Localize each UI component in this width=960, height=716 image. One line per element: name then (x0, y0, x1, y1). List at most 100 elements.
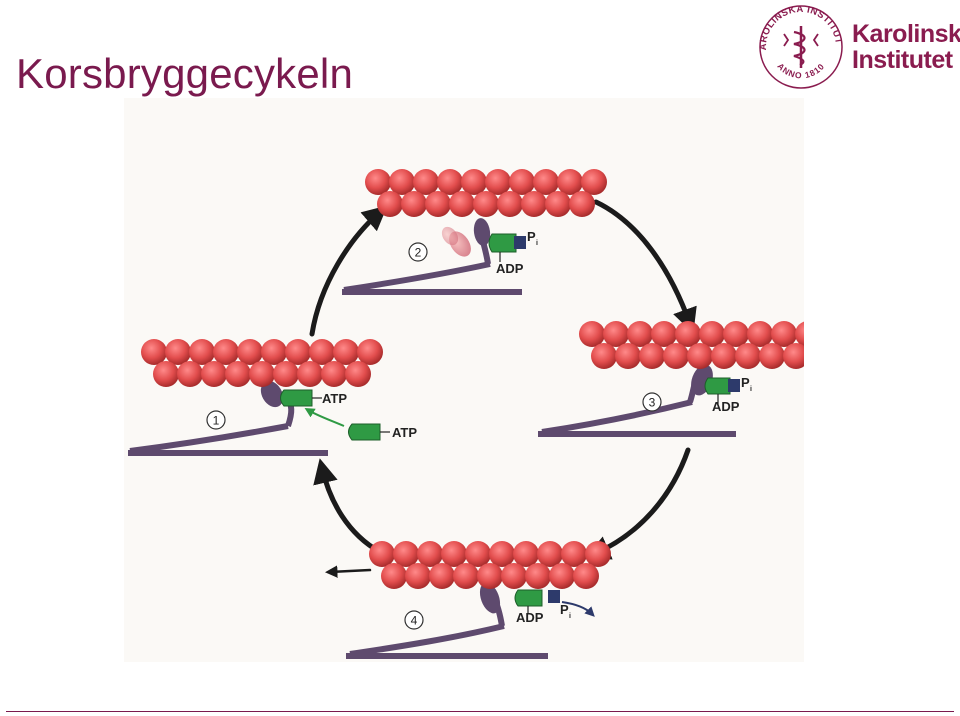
adp-molecule-2 (488, 233, 517, 253)
step-number-2: 2 (415, 246, 422, 260)
label-adp-4: ADP (516, 610, 544, 625)
myosin-head-1 (260, 380, 284, 408)
actin-bead (141, 339, 167, 365)
actin-bead (285, 339, 311, 365)
actin-bead (165, 339, 191, 365)
atp-free-1 (348, 423, 381, 441)
cross-bridge-cycle-diagram: 2 P i ADP 3 P i ADP (124, 98, 845, 662)
actin-bead (675, 321, 701, 347)
actin-bead (501, 563, 527, 589)
state-4: 4 ADP P i (346, 541, 611, 659)
actin-bead (585, 541, 611, 567)
actin-bead (569, 191, 595, 217)
page-title: Korsbryggecykeln (16, 50, 354, 97)
cross-bridge-cycle-figure: 2 P i ADP 3 P i ADP (124, 98, 845, 662)
actin-bead (485, 169, 511, 195)
actin-bead (413, 169, 439, 195)
actin-bead (759, 343, 785, 369)
actin-bead (297, 361, 323, 387)
actin-bead (521, 191, 547, 217)
actin-bead (639, 343, 665, 369)
step-number-3: 3 (649, 396, 656, 410)
actin-bead (581, 169, 607, 195)
myosin-head-2 (473, 218, 491, 246)
actin-bead (441, 541, 467, 567)
actin-bead (357, 339, 383, 365)
label-phosphate-2: P (527, 229, 536, 244)
arrow-2-to-3 (593, 199, 697, 334)
adp-molecule-4 (514, 589, 543, 607)
actin-bead (573, 563, 599, 589)
actin-bead (333, 339, 359, 365)
actin-bead (237, 339, 263, 365)
actin-bead (401, 191, 427, 217)
actin-bead (225, 361, 251, 387)
actin-bead (579, 321, 605, 347)
cycle-arrows (309, 199, 697, 578)
actin-bead (321, 361, 347, 387)
label-atp-bound-1: ATP (322, 391, 347, 406)
actin-bead (591, 343, 617, 369)
actin-bead (465, 541, 491, 567)
actin-bead (783, 343, 809, 369)
step-number-1: 1 (213, 414, 220, 428)
actin-bead (603, 321, 629, 347)
actin-bead (377, 191, 403, 217)
actin-bead (561, 541, 587, 567)
actin-bead (213, 339, 239, 365)
phosphate-3 (728, 379, 740, 392)
actin-bead (513, 541, 539, 567)
state-3: 3 P i ADP (538, 321, 845, 437)
actin-bead (711, 343, 737, 369)
actin-bead (417, 541, 443, 567)
actin-bead (381, 563, 407, 589)
actin-bead (389, 169, 415, 195)
actin-bead (497, 191, 523, 217)
phosphate-4 (548, 590, 560, 603)
actin-bead (509, 169, 535, 195)
arrow-3-to-4 (584, 447, 691, 560)
actin-bead (627, 321, 653, 347)
actin-bead (615, 343, 641, 369)
actin-filament-1 (141, 339, 383, 387)
actin-bead (723, 321, 749, 347)
label-phosphate-sub-2: i (536, 240, 538, 247)
actin-bead (477, 563, 503, 589)
atp-binding-arrow (304, 407, 345, 427)
actin-bead (153, 361, 179, 387)
actin-bead (437, 169, 463, 195)
arrow-power-stroke (325, 565, 372, 578)
actin-bead (533, 169, 559, 195)
label-phosphate-3: P (741, 375, 750, 390)
actin-bead (405, 563, 431, 589)
actin-bead (365, 169, 391, 195)
actin-bead (273, 361, 299, 387)
actin-bead (309, 339, 335, 365)
step-number-1-circle (206, 410, 226, 430)
actin-bead (525, 563, 551, 589)
actin-bead (177, 361, 203, 387)
step-number-4: 4 (411, 614, 418, 628)
actin-bead (557, 169, 583, 195)
label-adp-2: ADP (496, 261, 524, 276)
actin-bead (429, 563, 455, 589)
actin-filament-2 (365, 169, 607, 217)
actin-bead (201, 361, 227, 387)
karolinska-logo: KAROLINSKA INSTITUTET ANNO 1810 Karolins… (752, 0, 960, 90)
arrow-1-to-2 (309, 205, 388, 337)
state-2: 2 P i ADP (342, 169, 607, 295)
actin-bead (449, 191, 475, 217)
actin-bead (537, 541, 563, 567)
phosphate-2 (514, 236, 526, 249)
seal-icon: KAROLINSKA INSTITUTET ANNO 1810 (752, 0, 843, 89)
actin-bead (189, 339, 215, 365)
adp-molecule-3 (704, 377, 731, 395)
actin-bead (461, 169, 487, 195)
actin-bead (651, 321, 677, 347)
logo-name-line1: Karolinska (852, 20, 960, 48)
actin-bead (369, 541, 395, 567)
step-number-2-circle (408, 242, 428, 262)
actin-bead (699, 321, 725, 347)
actin-bead (687, 343, 713, 369)
atp-bound-1 (280, 389, 313, 407)
